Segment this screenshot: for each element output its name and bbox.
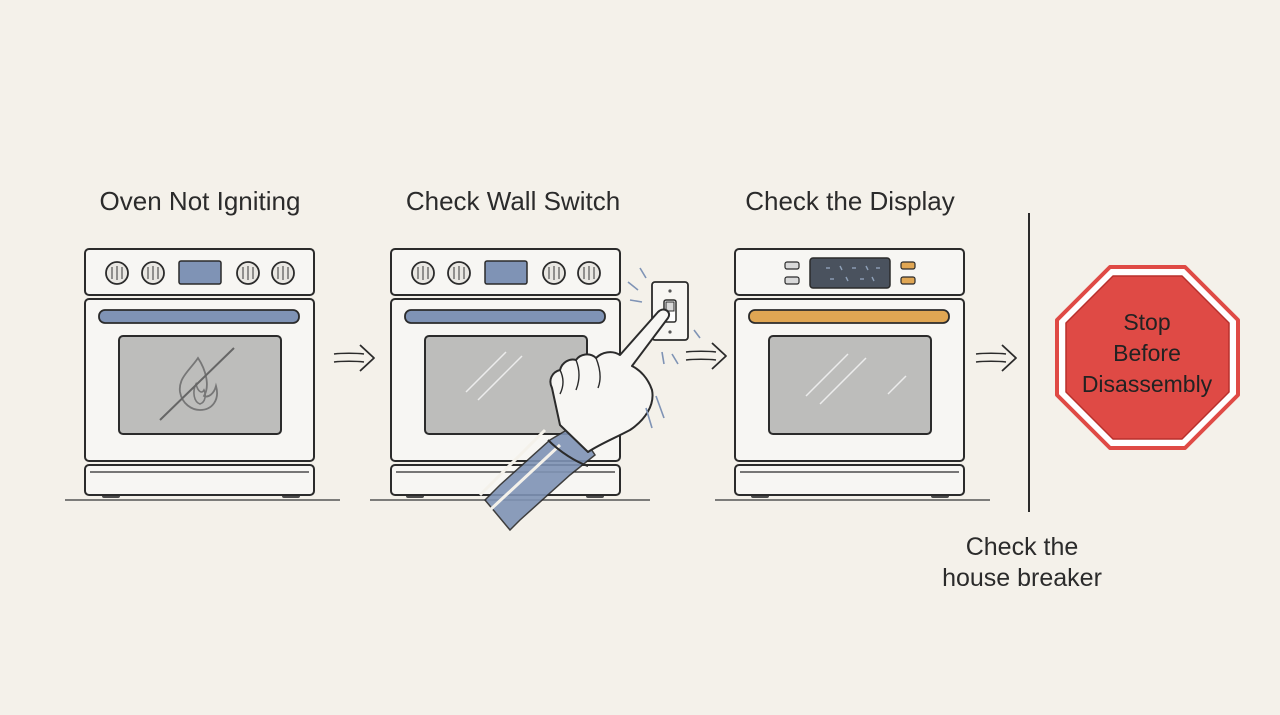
knob-icon (577, 261, 601, 285)
arrow-right-icon (685, 342, 727, 370)
door-handle (98, 309, 300, 324)
step-title-check-wall-switch: Check Wall Switch (405, 186, 621, 216)
oven-1 (65, 248, 340, 501)
display-panel (178, 260, 222, 285)
knob-icon (105, 261, 129, 285)
oven-3 (715, 248, 990, 501)
display-icon (809, 257, 891, 289)
knob-icon (447, 261, 471, 285)
door-handle (404, 309, 606, 324)
oven-window (768, 335, 932, 435)
arrow-right-icon (333, 344, 375, 372)
stop-sign-line-2: Before (1113, 340, 1181, 366)
step-title-oven-not-igniting: Oven Not Igniting (99, 186, 301, 216)
breaker-note-line1: Check the (965, 533, 1079, 561)
no-flame-icon (159, 347, 235, 421)
hand-icon (478, 308, 670, 532)
stop-sign-icon: Stop Before Disassembly (1055, 265, 1240, 450)
knob-icon (141, 261, 165, 285)
knob-icon (236, 261, 260, 285)
step-title-check-display: Check the Display (745, 186, 955, 216)
knob-icon (411, 261, 435, 285)
knob-icon (271, 261, 295, 285)
knob-icon (542, 261, 566, 285)
breaker-note: Check the house breaker (942, 532, 1102, 594)
door-handle (748, 309, 950, 324)
arrow-right-icon (975, 344, 1017, 372)
display-panel (484, 260, 528, 285)
stop-sign-line-1: Stop (1123, 309, 1170, 335)
stop-sign-line-3: Disassembly (1082, 371, 1213, 397)
breaker-note-line2: house breaker (942, 564, 1102, 592)
oven-window (118, 335, 282, 435)
